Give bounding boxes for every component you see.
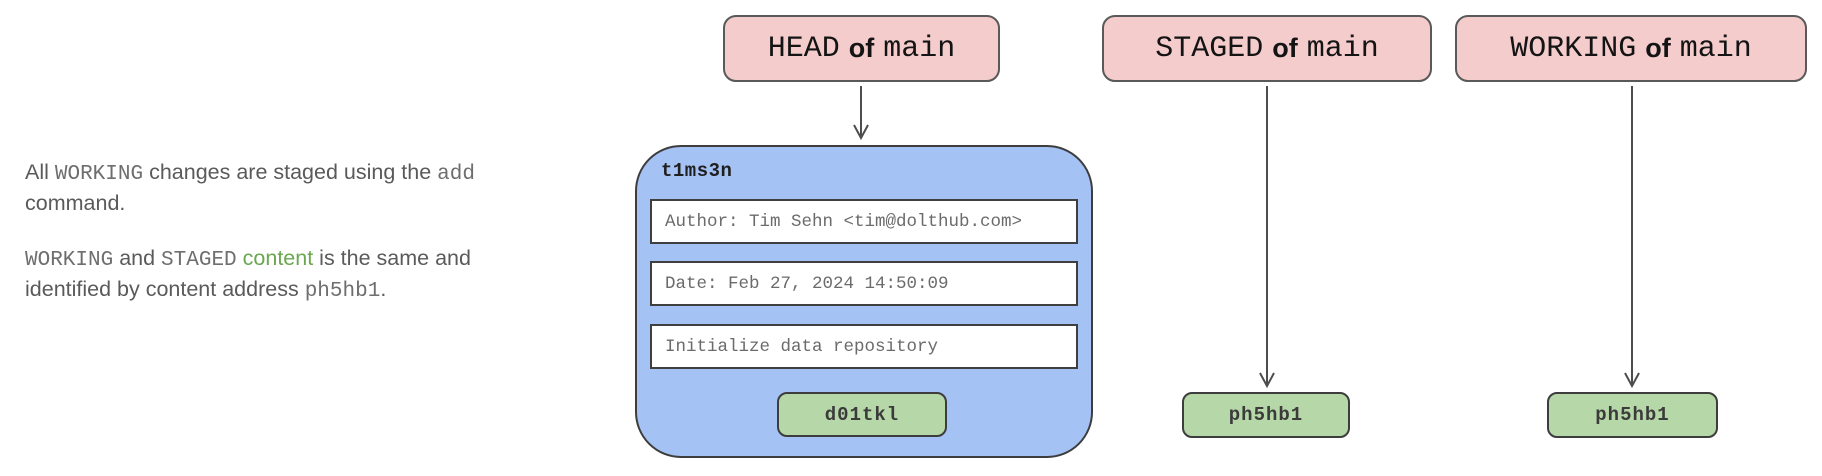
commit-id-label: t1ms3n bbox=[661, 160, 733, 182]
code-add: add bbox=[437, 163, 475, 186]
code-working: WORKING bbox=[54, 163, 144, 186]
code-working: WORKING bbox=[25, 249, 114, 272]
text-segment: changes are staged using the bbox=[143, 160, 438, 184]
description-text: All WORKING changes are staged using the… bbox=[25, 158, 530, 306]
arrow-staged-to-hash bbox=[1259, 86, 1275, 389]
commit-message-row: Initialize data repository bbox=[650, 324, 1078, 369]
commit-box: t1ms3n Author: Tim Sehn <tim@dolthub.com… bbox=[635, 145, 1093, 458]
ref-of-label: of bbox=[1645, 33, 1671, 63]
code-staged: STAGED bbox=[161, 249, 237, 272]
ref-box-head: HEAD of main bbox=[723, 15, 1000, 82]
arrow-head-to-commit bbox=[853, 86, 869, 141]
commit-content-hash-chip: d01tkl bbox=[777, 392, 947, 437]
ref-name: HEAD bbox=[767, 31, 840, 66]
content-link[interactable]: content bbox=[242, 246, 314, 270]
text-segment: All bbox=[25, 160, 55, 184]
ref-branch: main bbox=[1679, 31, 1752, 66]
text-segment: and bbox=[113, 246, 162, 270]
commit-date-row: Date: Feb 27, 2024 14:50:09 bbox=[650, 261, 1078, 306]
paragraph-staging: All WORKING changes are staged using the… bbox=[25, 158, 530, 217]
ref-box-working: WORKING of main bbox=[1455, 15, 1807, 82]
ref-box-staged: STAGED of main bbox=[1102, 15, 1432, 82]
ref-branch: main bbox=[883, 31, 956, 66]
ref-of-label: of bbox=[1272, 33, 1298, 63]
text-segment: command. bbox=[25, 191, 126, 215]
ref-of-label: of bbox=[848, 33, 875, 63]
commit-author-row: Author: Tim Sehn <tim@dolthub.com> bbox=[650, 199, 1078, 244]
staged-hash-chip: ph5hb1 bbox=[1182, 392, 1350, 438]
ref-name: STAGED bbox=[1155, 31, 1264, 66]
ref-name: WORKING bbox=[1510, 31, 1637, 66]
working-hash-chip: ph5hb1 bbox=[1547, 392, 1718, 438]
code-ph5hb1: ph5hb1 bbox=[304, 280, 381, 303]
ref-branch: main bbox=[1306, 31, 1379, 66]
paragraph-content-address: WORKING and STAGED content is the same a… bbox=[25, 244, 530, 306]
text-segment: is the same and identified by content ad… bbox=[25, 246, 471, 301]
text-segment: . bbox=[380, 277, 387, 301]
arrow-working-to-hash bbox=[1624, 86, 1640, 389]
